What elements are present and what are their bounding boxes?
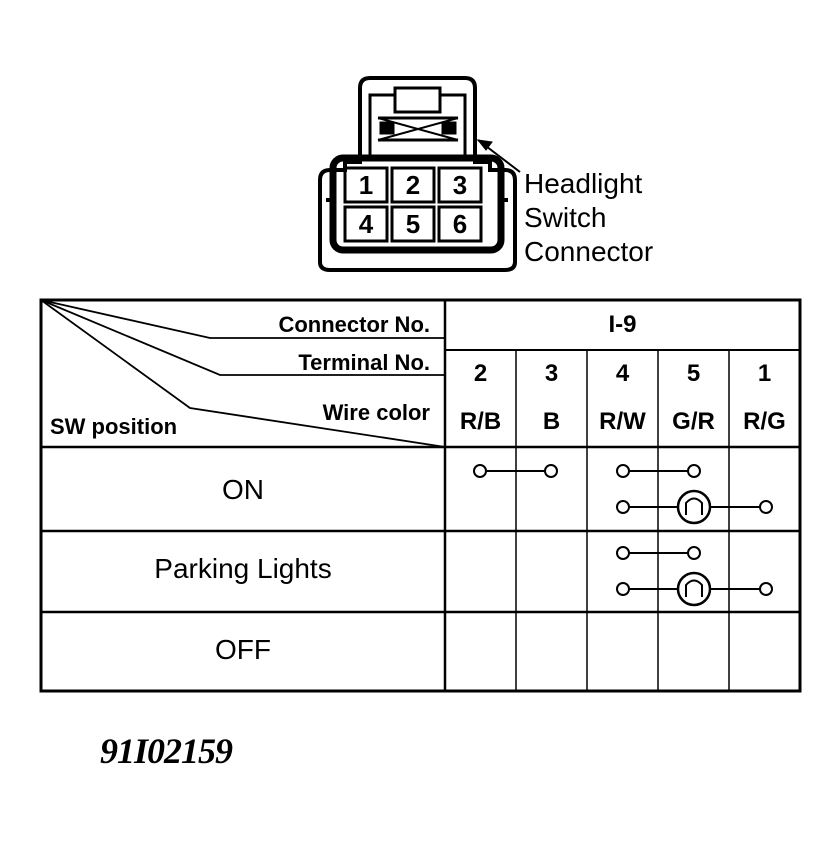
row-off-label: OFF (215, 634, 271, 665)
wire-color-col-3: R/W (599, 408, 646, 435)
terminal-col-5: 1 (757, 360, 772, 387)
wire-color-col-5: R/G (743, 408, 786, 435)
pin-4-label: 4 (358, 209, 374, 239)
terminal-col-2: 3 (544, 360, 559, 387)
figure-id: 91I02159 (100, 731, 233, 771)
pin-2-label: 2 (405, 170, 421, 200)
terminal-col-1: 2 (473, 360, 488, 387)
connector-drawing (318, 76, 521, 272)
connector-label-line-1: Headlight (524, 168, 643, 199)
table-grid (39, 298, 802, 693)
connector-label-line-3: Connector (524, 236, 654, 267)
terminal-col-3: 4 (615, 360, 630, 387)
connector-label-line-2: Switch (524, 202, 607, 233)
row-on-label: ON (222, 474, 264, 505)
wire-color-col-4: G/R (672, 408, 715, 435)
continuity-parking (616, 546, 773, 607)
sw-position-label: SW position (50, 414, 178, 439)
pin-6-label: 6 (452, 209, 468, 239)
wire-color-label: Wire color (322, 400, 430, 425)
terminal-no-label: Terminal No. (298, 350, 430, 375)
wire-color-col-2: B (542, 408, 561, 435)
connector-no-value: I-9 (608, 311, 637, 338)
continuity-on (473, 464, 773, 525)
wire-color-col-1: R/B (459, 408, 502, 435)
row-parking-lights-label: Parking Lights (154, 553, 332, 584)
pin-1-label: 1 (358, 170, 374, 200)
terminal-col-4: 5 (686, 360, 701, 387)
pin-3-label: 3 (452, 170, 468, 200)
connector-no-label: Connector No. (278, 312, 430, 337)
pin-5-label: 5 (405, 209, 421, 239)
